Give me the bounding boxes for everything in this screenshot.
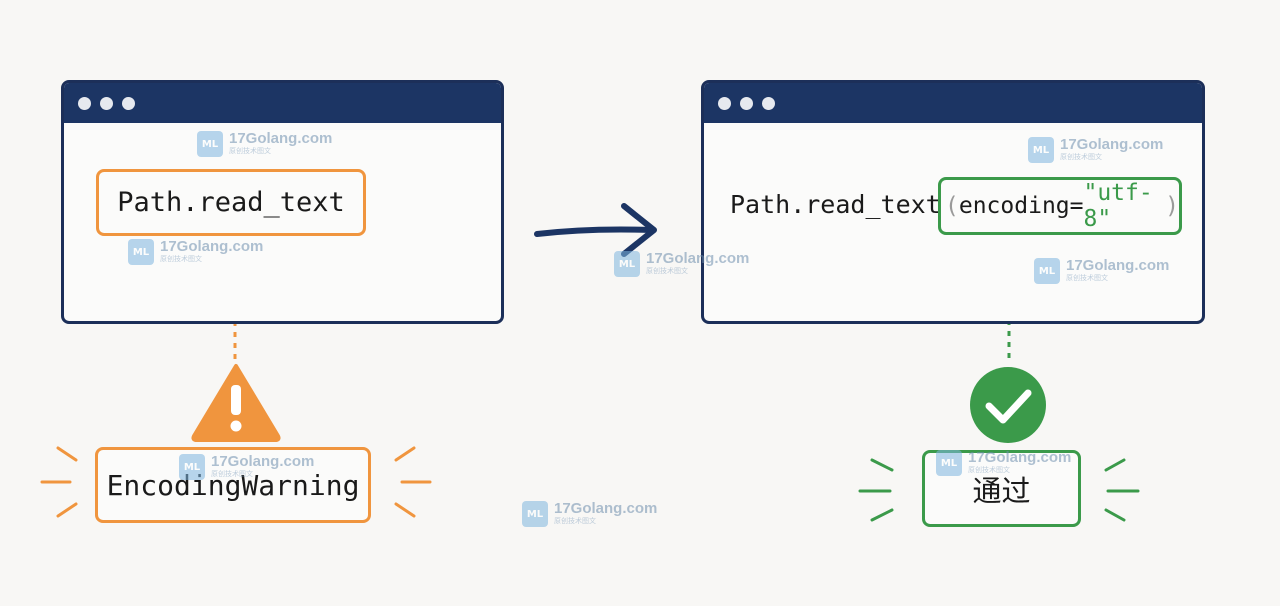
encoding-warning-box: EncodingWarning: [95, 447, 371, 523]
watermark-subtitle: 原创技术图文: [1060, 153, 1102, 161]
window-dot-icon: [122, 96, 135, 110]
watermark-title: 17Golang.com: [1066, 257, 1170, 274]
watermark-title: 17Golang.com: [160, 238, 264, 255]
watermark-title: 17Golang.com: [968, 449, 1072, 466]
right-code-text: Path.read_text: [730, 190, 941, 219]
watermark-logo-icon: ML: [614, 251, 640, 277]
right-window-titlebar: [704, 83, 1202, 123]
watermark-title: 17Golang.com: [211, 453, 315, 470]
watermark-subtitle: 原创技术图文: [646, 267, 688, 275]
watermark-title: 17Golang.com: [229, 130, 333, 147]
arg-close-paren: ): [1165, 193, 1179, 219]
window-dot-icon: [78, 96, 91, 110]
window-dot-icon: [740, 96, 753, 110]
arg-key: encoding=: [958, 193, 1084, 219]
arg-open-paren: (: [945, 193, 959, 219]
window-dot-icon: [718, 96, 731, 110]
window-dot-icon: [762, 96, 775, 110]
watermark-subtitle: 原创技术图文: [160, 255, 202, 263]
left-code-text: Path.read_text: [117, 187, 345, 218]
left-code-box: Path.read_text: [96, 169, 366, 236]
watermark-subtitle: 原创技术图文: [968, 466, 1010, 474]
encoding-warning-label: EncodingWarning: [106, 468, 360, 502]
watermark-logo-icon: ML: [179, 454, 205, 480]
watermark-logo-icon: ML: [197, 131, 223, 157]
watermark-title: 17Golang.com: [646, 250, 750, 267]
watermark-subtitle: 原创技术图文: [229, 147, 271, 155]
arg-value: "utf-8": [1083, 180, 1153, 232]
watermark-logo-icon: ML: [936, 450, 962, 476]
arrow-right-icon: [534, 203, 657, 257]
success-burst-icon: [858, 458, 1140, 522]
watermark-logo-icon: ML: [522, 501, 548, 527]
window-dot-icon: [100, 96, 113, 110]
watermark-subtitle: 原创技术图文: [211, 470, 253, 478]
warning-triangle-icon: [191, 364, 281, 442]
watermark-logo-icon: ML: [1034, 258, 1060, 284]
watermark-title: 17Golang.com: [554, 500, 658, 517]
pass-label: 通过: [972, 473, 1031, 508]
watermark-logo-icon: ML: [128, 239, 154, 265]
check-circle-icon: [970, 367, 1046, 443]
watermark-logo-icon: ML: [1028, 137, 1054, 163]
left-window-titlebar: [64, 83, 501, 123]
watermark-subtitle: 原创技术图文: [554, 517, 596, 525]
encoding-arg-box: ( encoding= "utf-8" ): [938, 177, 1182, 235]
watermark-title: 17Golang.com: [1060, 136, 1164, 153]
watermark-subtitle: 原创技术图文: [1066, 274, 1108, 282]
warning-burst-icon: [40, 446, 432, 518]
